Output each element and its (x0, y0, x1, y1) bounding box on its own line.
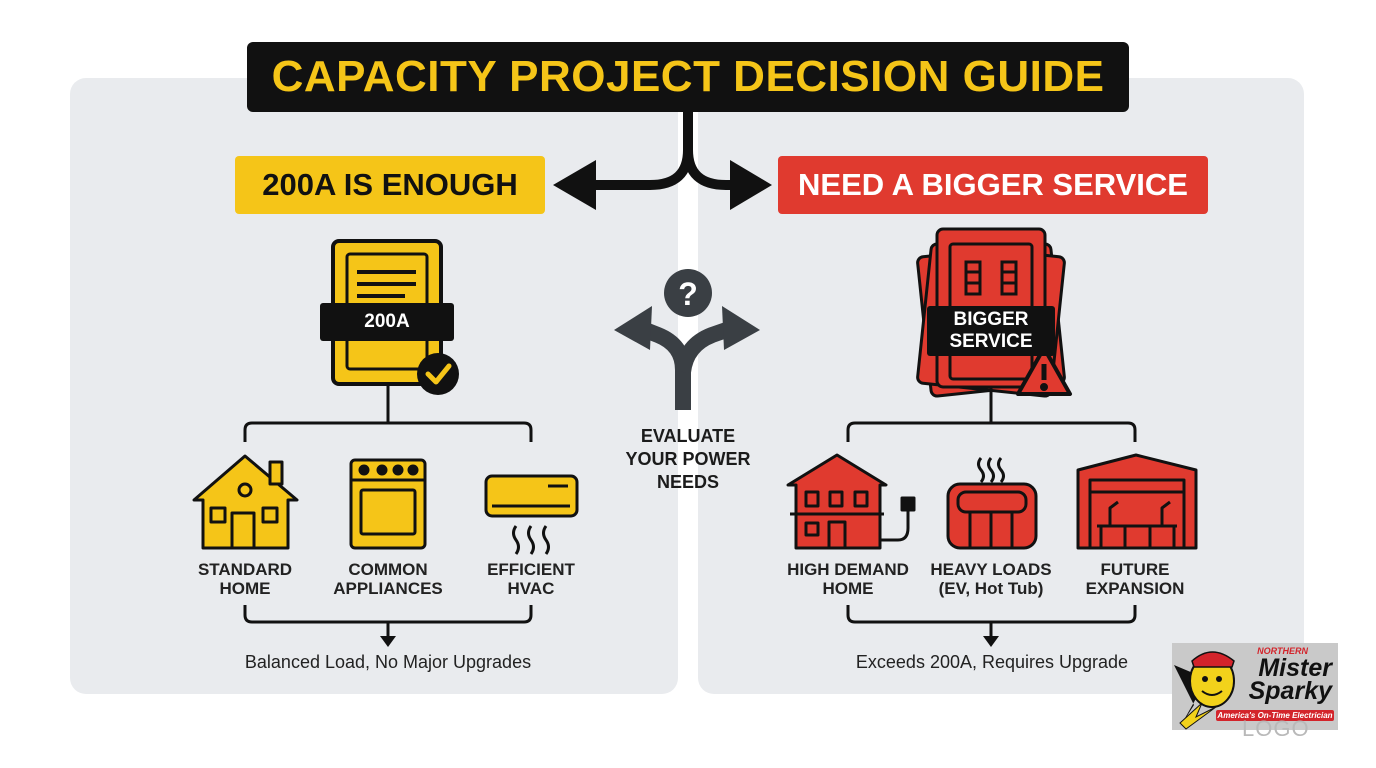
mister-sparky-logo: NORTHERN Mister Sparky America's On-Time… (1172, 643, 1338, 730)
summary-left: Balanced Load, No Major Upgrades (244, 652, 532, 672)
header-need-bigger-service: NEED A BIGGER SERVICE (778, 156, 1208, 214)
left-tree-lines (243, 384, 533, 640)
summary-right: Exceeds 200A, Requires Upgrade (855, 652, 1129, 672)
air-conditioner-icon (484, 474, 579, 555)
item-label-heavy-loads: HEAVY LOADS (EV, Hot Tub) (930, 560, 1052, 598)
question-mark-icon: ? (664, 269, 712, 317)
stove-icon (349, 458, 427, 550)
large-house-plug-icon (786, 453, 916, 550)
svg-text:?: ? (678, 276, 698, 312)
logo-name-line2: Sparky (1248, 677, 1332, 705)
item-label-high-demand-home: HIGH DEMAND HOME (787, 560, 909, 598)
header-200a-is-enough: 200A IS ENOUGH (235, 156, 545, 214)
center-label: EVALUATE YOUR POWER NEEDS (625, 426, 751, 492)
hot-tub-icon (946, 457, 1038, 550)
item-label-future-expansion: FUTURE EXPANSION (1085, 560, 1185, 598)
house-icon (192, 454, 299, 550)
panel-tag-200a: 200A (320, 303, 454, 341)
logo-northern: NORTHERN (1257, 646, 1308, 656)
logo-tagline: America's On-Time Electrician (1216, 710, 1334, 721)
panel-tag-bigger-service: BIGGER SERVICE (927, 306, 1055, 356)
page-title: CAPACITY PROJECT DECISION GUIDE (247, 42, 1129, 112)
garage-workshop-icon (1076, 453, 1198, 550)
fork-arrows-icon (614, 306, 760, 410)
item-label-efficient-hvac: EFFICIENT HVAC (487, 560, 575, 598)
mascot-icon (1174, 651, 1235, 730)
logo-name-line1: Mister (1258, 654, 1332, 682)
arrow-left-head (553, 160, 596, 210)
arrow-right-head (730, 160, 772, 210)
item-label-standard-home: STANDARD HOME (197, 560, 293, 598)
logo-caption: LOGO (1242, 716, 1310, 741)
title-text: CAPACITY PROJECT DECISION GUIDE (271, 52, 1105, 101)
item-label-common-appliances: COMMON APPLIANCES (333, 560, 443, 598)
split-arrow (590, 112, 745, 190)
